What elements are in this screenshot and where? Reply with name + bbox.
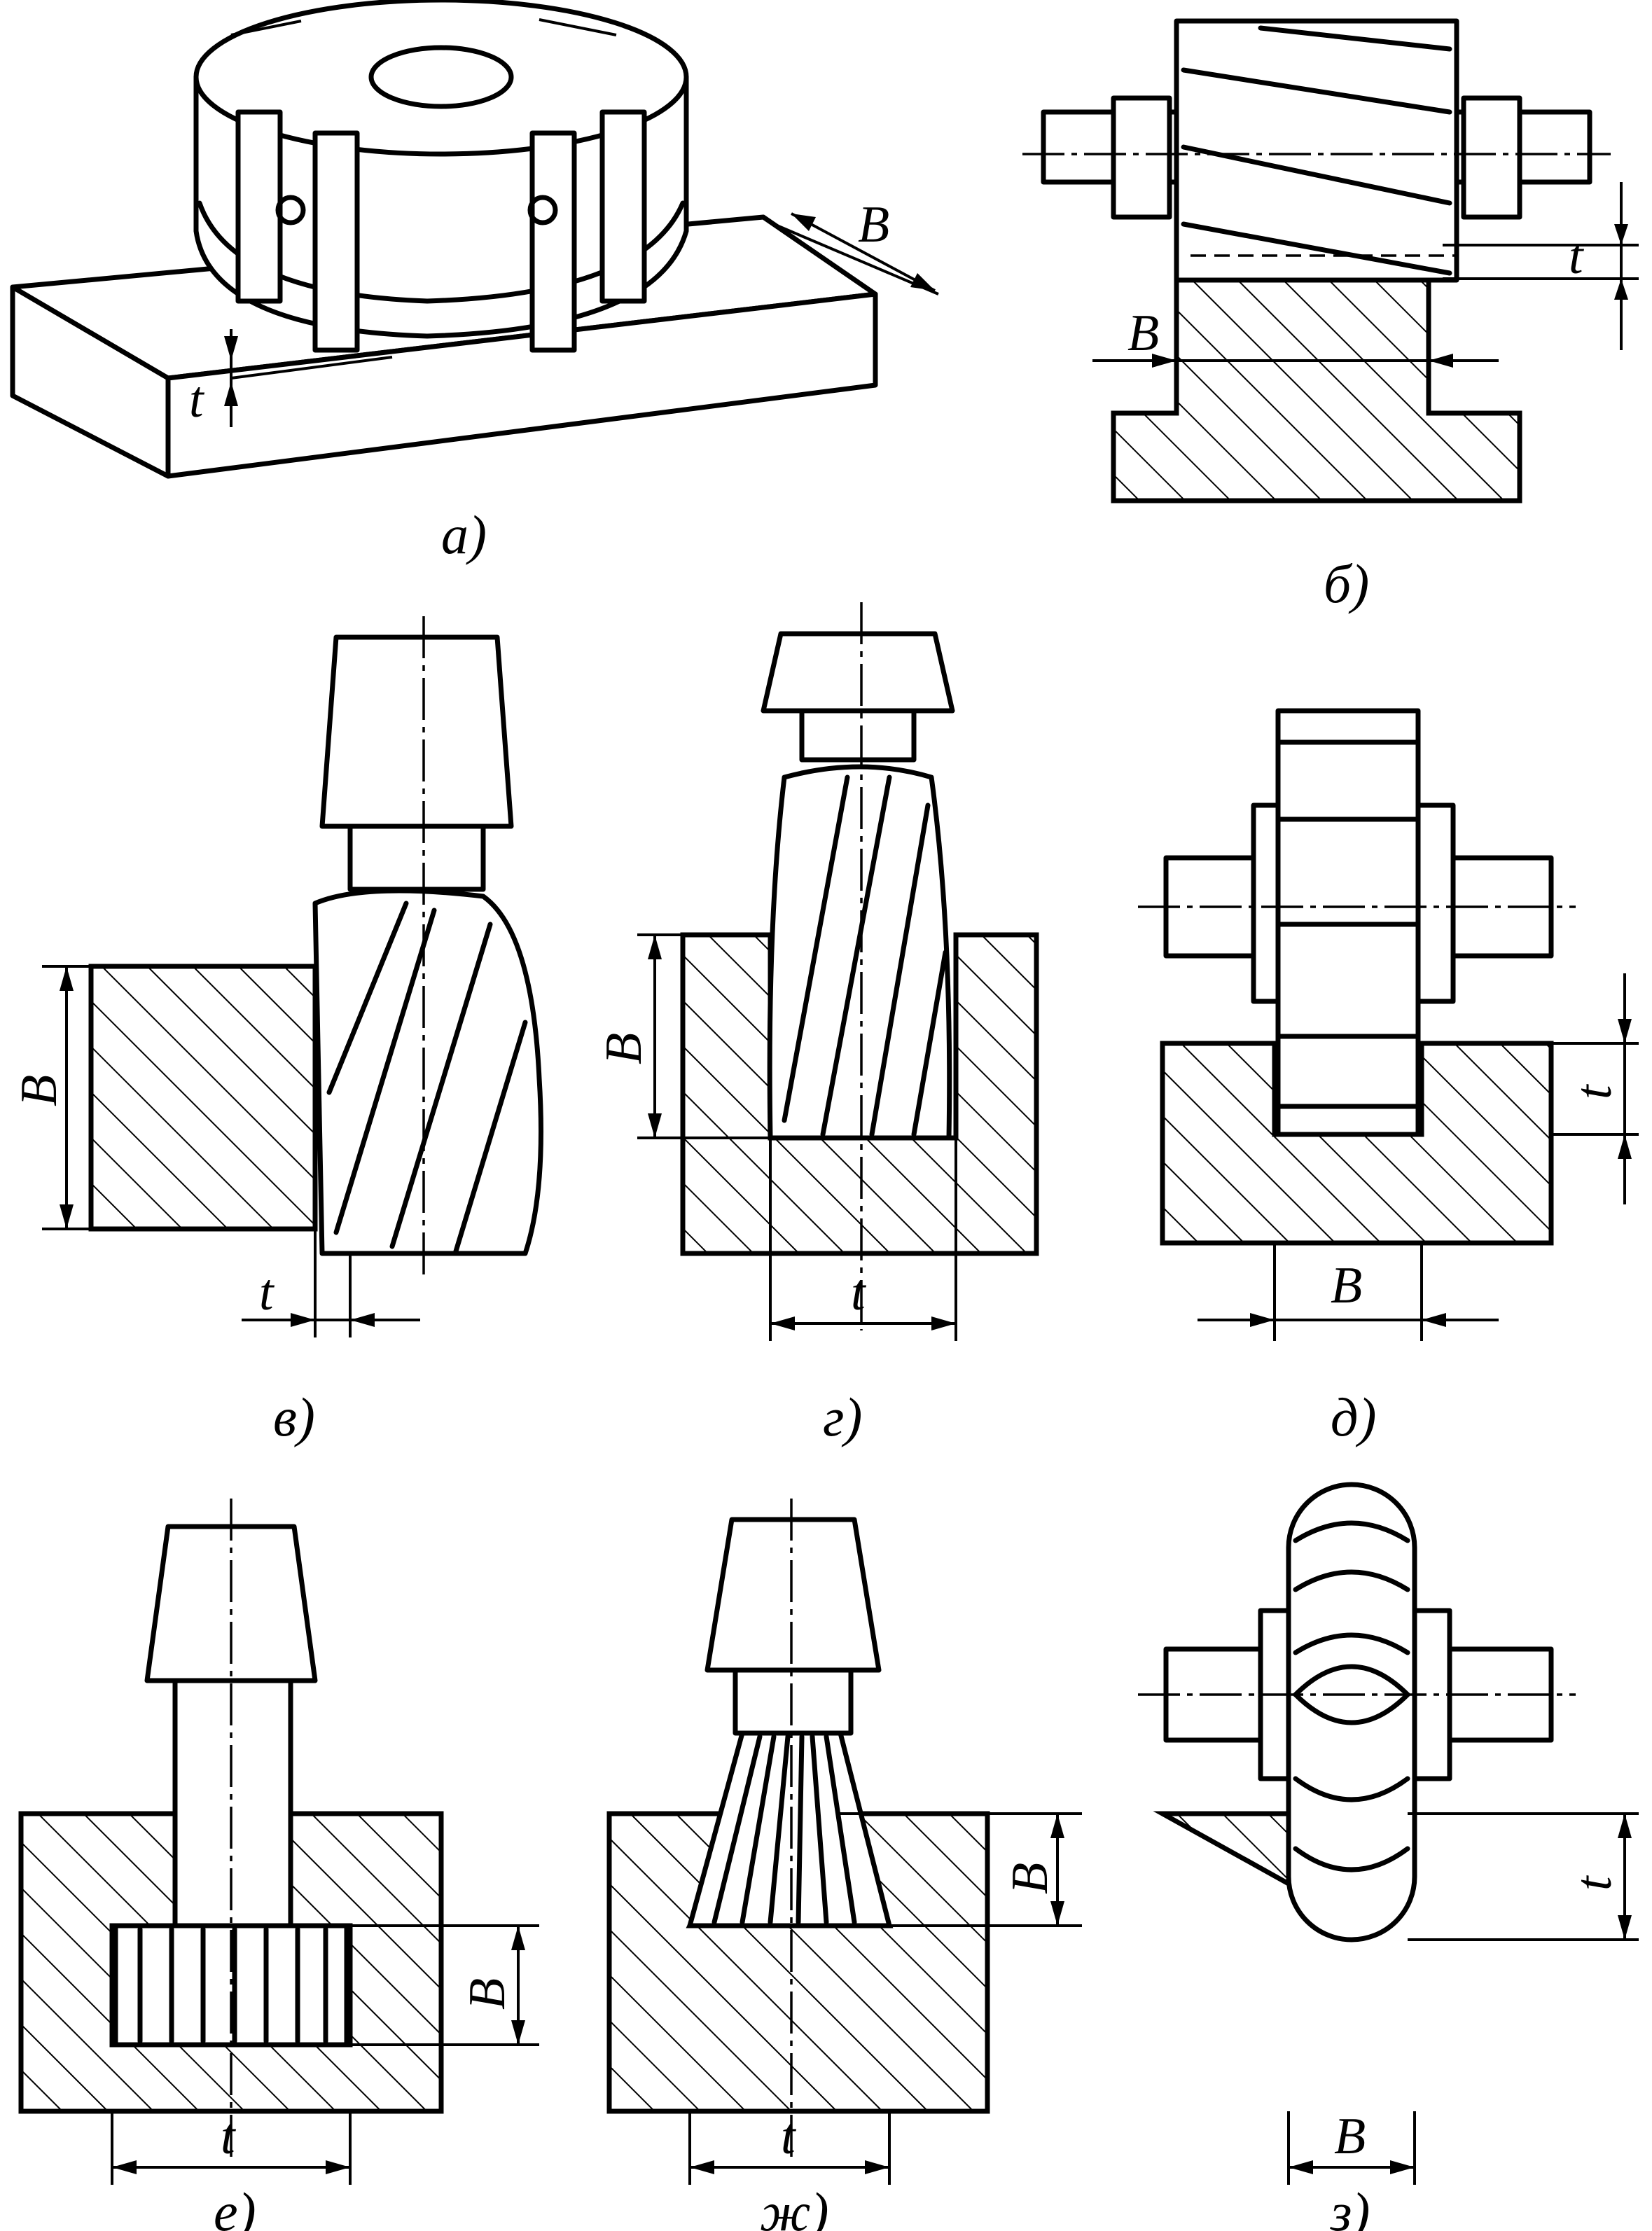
dim-label-B: B xyxy=(1331,1257,1362,1314)
dims xyxy=(1287,1812,1639,2185)
panel-a: B t а) xyxy=(10,0,939,565)
dim-label-t: t xyxy=(1565,1083,1623,1099)
panel-zh: B t ж) xyxy=(606,1499,1082,2231)
dim-label-B: B xyxy=(595,1033,653,1064)
workpiece-section xyxy=(1111,276,1522,503)
dim-label-t: t xyxy=(1565,1875,1623,1891)
panel-v: B t в) xyxy=(11,616,543,1447)
dim-label-t: t xyxy=(1569,228,1585,285)
dims xyxy=(1092,182,1639,368)
dim-label-B: B xyxy=(459,1978,516,2010)
depth-and-width-dims xyxy=(224,212,936,427)
panel-z: t B з) xyxy=(1138,1482,1639,2231)
dim-label-B: B xyxy=(1127,305,1159,362)
caption-a: а) xyxy=(441,504,487,565)
dim-label-B: B xyxy=(1334,2108,1366,2165)
face-mill-cutter xyxy=(193,0,689,353)
dims xyxy=(1198,973,1639,1341)
caption-g: г) xyxy=(823,1386,862,1447)
panel-d: t B д) xyxy=(1138,708,1639,1447)
dim-label-B: B xyxy=(11,1075,68,1106)
dims xyxy=(111,1924,539,2185)
dims xyxy=(637,933,957,1341)
caption-b: б) xyxy=(1324,553,1369,614)
dovetail-mill xyxy=(687,1517,892,1928)
dim-label-t: t xyxy=(189,371,205,429)
cylindrical-cutter xyxy=(1174,18,1459,283)
dims xyxy=(42,965,420,1337)
workpiece-section xyxy=(1153,1811,1291,1888)
caption-zh: ж) xyxy=(760,2181,829,2231)
panel-e: B t е) xyxy=(18,1499,539,2231)
arbor xyxy=(1041,95,1592,220)
caption-e: е) xyxy=(214,2181,256,2231)
panel-b: t B б) xyxy=(1022,18,1639,614)
end-mill xyxy=(761,631,955,1141)
workpiece-section xyxy=(88,964,318,1232)
caption-z: з) xyxy=(1329,2181,1370,2231)
end-mill xyxy=(312,634,543,1256)
caption-d: д) xyxy=(1331,1386,1376,1447)
caption-v: в) xyxy=(273,1386,315,1447)
t-slot-mill xyxy=(113,1524,349,2048)
dim-label-B: B xyxy=(858,196,889,253)
dim-label-t: t xyxy=(851,1264,867,1321)
dim-label-B: B xyxy=(1001,1863,1059,1894)
dim-label-t: t xyxy=(259,1264,275,1321)
dims xyxy=(688,1812,1082,2185)
panel-g: B t г) xyxy=(595,602,1039,1447)
dim-label-t: t xyxy=(781,2108,797,2165)
convex-cutter xyxy=(1286,1482,1417,1942)
dim-label-t: t xyxy=(221,2108,237,2165)
disk-cutter xyxy=(1275,708,1421,1137)
